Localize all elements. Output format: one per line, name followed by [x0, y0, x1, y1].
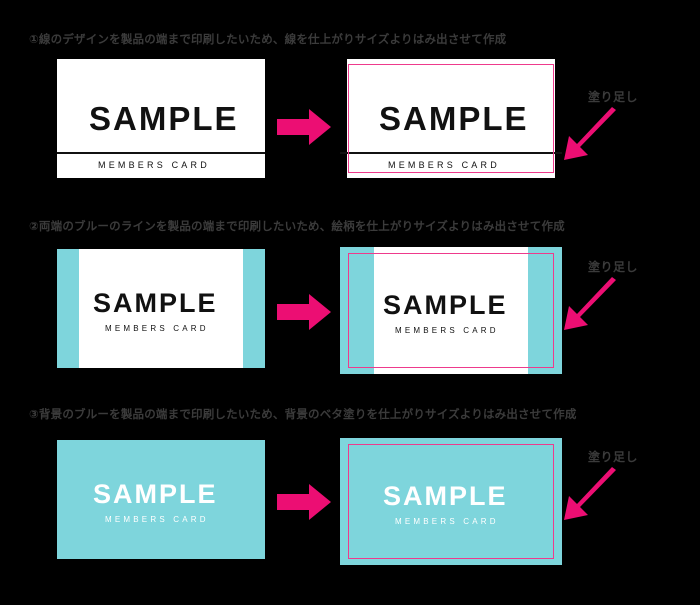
card-sample-text: SAMPLE	[383, 481, 508, 511]
card-after-solid-fill: SAMPLE MEMBERS CARD	[340, 438, 562, 565]
card-after-side-bands: SAMPLE MEMBERS CARD	[340, 247, 562, 374]
card-members-text: MEMBERS CARD	[388, 160, 500, 170]
card-sample-text: SAMPLE	[89, 100, 239, 137]
diagonal-arrow-down-left-icon	[560, 106, 622, 169]
band-left-bleeding	[340, 247, 374, 374]
card-members-text: MEMBERS CARD	[105, 324, 209, 333]
card-sample-text: SAMPLE	[93, 288, 218, 318]
arrow-right-icon	[277, 107, 331, 152]
card-before-solid-fill: SAMPLE MEMBERS CARD	[57, 440, 265, 559]
card-members-text: MEMBERS CARD	[98, 160, 210, 170]
card-members-text: MEMBERS CARD	[105, 515, 209, 524]
arrow-right-icon	[277, 292, 331, 337]
band-right	[243, 249, 265, 368]
row-2-caption: ②両端のブルーのラインを製品の端まで印刷したいため、絵柄を仕上がりサイズよりはみ…	[29, 219, 565, 233]
card-before-side-bands: SAMPLE MEMBERS CARD	[57, 249, 265, 368]
card-artwork-area	[347, 59, 555, 178]
row-1-caption: ①線のデザインを製品の端まで印刷したいため、線を仕上がりサイズよりはみ出させて作…	[29, 32, 507, 46]
diagonal-arrow-down-left-icon	[560, 466, 622, 529]
card-divider-rule	[57, 152, 265, 154]
card-before-line-design: SAMPLE MEMBERS CARD	[57, 59, 265, 178]
card-after-line-design: SAMPLE MEMBERS CARD	[340, 59, 562, 178]
callout-label: 塗り足し	[588, 260, 639, 274]
diagonal-arrow-down-left-icon	[560, 276, 622, 339]
card-sample-text: SAMPLE	[93, 479, 218, 509]
callout-label: 塗り足し	[588, 450, 639, 464]
card-divider-rule-bleeding	[340, 152, 562, 154]
band-left	[57, 249, 79, 368]
card-members-text: MEMBERS CARD	[395, 326, 499, 335]
arrow-right-icon	[277, 482, 331, 527]
callout-label: 塗り足し	[588, 90, 639, 104]
row-3-caption: ③背景のブルーを製品の端まで印刷したいため、背景のベタ塗りを仕上がりサイズよりは…	[29, 407, 577, 421]
band-right-bleeding	[528, 247, 562, 374]
card-sample-text: SAMPLE	[379, 100, 529, 137]
card-sample-text: SAMPLE	[383, 290, 508, 320]
card-members-text: MEMBERS CARD	[395, 517, 499, 526]
